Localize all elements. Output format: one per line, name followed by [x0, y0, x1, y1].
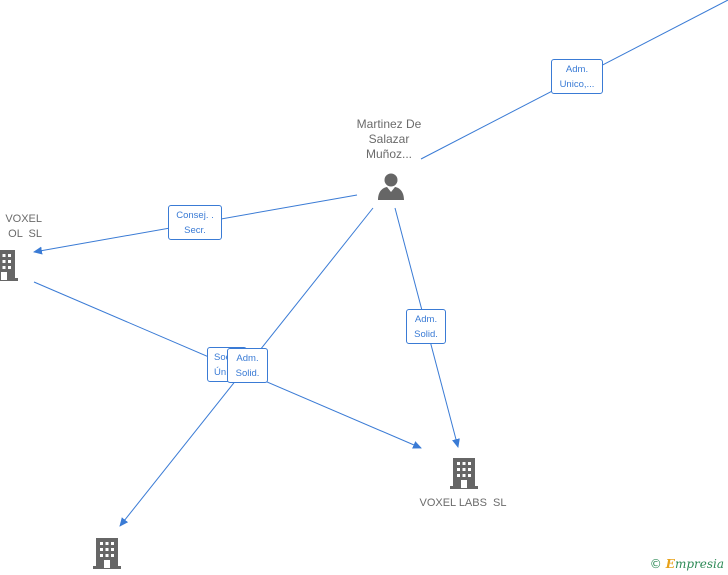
- brand-logo-text: mpresia: [674, 557, 724, 571]
- company-voxel-labs-label[interactable]: VOXEL LABS SL: [419, 497, 507, 509]
- person-label[interactable]: Martinez De Salazar Muñoz...: [336, 117, 442, 162]
- edge-label-line-2: Solid.: [414, 329, 438, 340]
- edge-label-adm-unico[interactable]: Adm. Unico,...: [551, 59, 603, 94]
- edge-label-adm-solid-center[interactable]: Adm. Solid.: [227, 348, 268, 383]
- edge-label-consej-secr[interactable]: Consej. . Secr.: [168, 205, 222, 240]
- edge-label-line-1: Soc.: [214, 352, 234, 363]
- person-label-line-1: Martinez De: [356, 117, 422, 131]
- person-icon[interactable]: [376, 171, 406, 201]
- edge-label-line-2: Ún...: [214, 367, 235, 378]
- edge-label-adm-solid-right[interactable]: Adm. Solid.: [406, 309, 446, 344]
- company-left-label-line-2: OL SL: [8, 228, 42, 240]
- edge-label-line-1: Adm.: [414, 314, 438, 325]
- brand-logo-initial: E: [665, 557, 675, 571]
- building-icon[interactable]: [0, 248, 18, 282]
- edge-label-line-2: Secr.: [184, 225, 206, 236]
- person-label-line-3: Muñoz...: [365, 147, 413, 161]
- copyright-symbol: ©: [649, 557, 662, 571]
- company-left-label-line-1: VOXEL: [5, 213, 42, 225]
- brand-footer: ©Empresia: [650, 557, 724, 571]
- company-left-label[interactable]: VOXEL OL SL: [0, 212, 42, 242]
- edge-label-line-1: Adm.: [236, 353, 259, 364]
- building-icon[interactable]: [450, 456, 478, 490]
- edge-label-line-2: Unico,...: [559, 79, 595, 90]
- edge-label-line-1: Consej. .: [176, 210, 214, 221]
- building-icon[interactable]: [93, 536, 121, 570]
- edge-label-line-2: Solid.: [235, 368, 260, 379]
- edge-label-line-1: Adm.: [565, 64, 589, 75]
- person-label-line-2: Salazar: [368, 132, 410, 146]
